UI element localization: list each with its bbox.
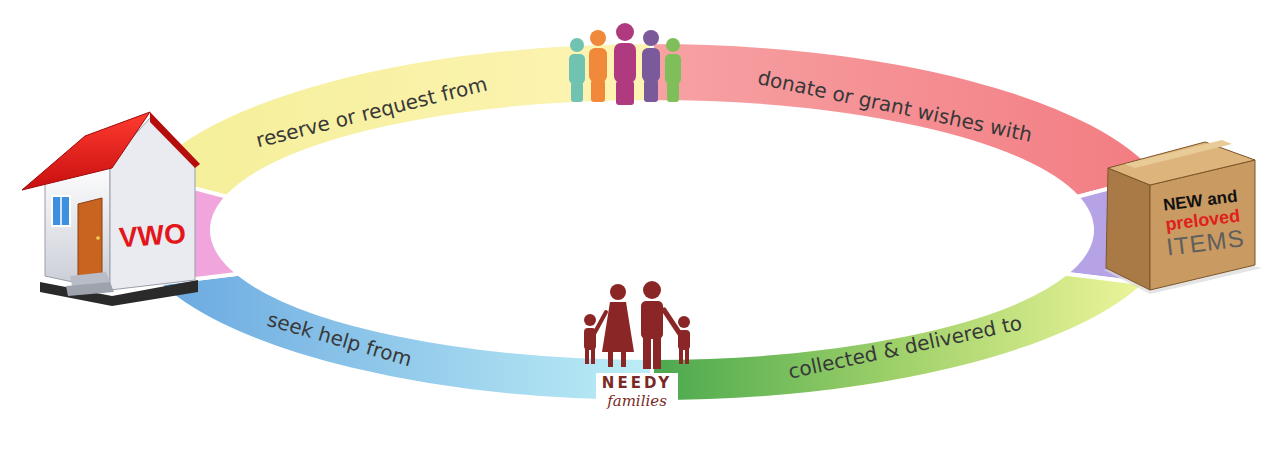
items-box-illustration — [1104, 140, 1262, 294]
house-illustration — [22, 112, 200, 306]
family-heading: NEEDY — [602, 374, 672, 392]
ring — [127, 42, 1177, 402]
house-label: VWO — [118, 218, 187, 253]
family-illustration — [584, 281, 690, 369]
organisation-name: VWO — [118, 218, 187, 253]
ring-segment — [159, 274, 652, 402]
donors-illustration — [569, 23, 681, 105]
items-box-label: NEW andprelovedITEMS — [1160, 187, 1246, 261]
ring-segment — [145, 42, 652, 197]
ring-segment — [652, 42, 1159, 197]
ring-inner-rim — [216, 106, 1088, 354]
family-subheading: families — [602, 392, 672, 410]
family-label: NEEDYfamilies — [596, 373, 678, 411]
ring-segment — [652, 274, 1145, 402]
